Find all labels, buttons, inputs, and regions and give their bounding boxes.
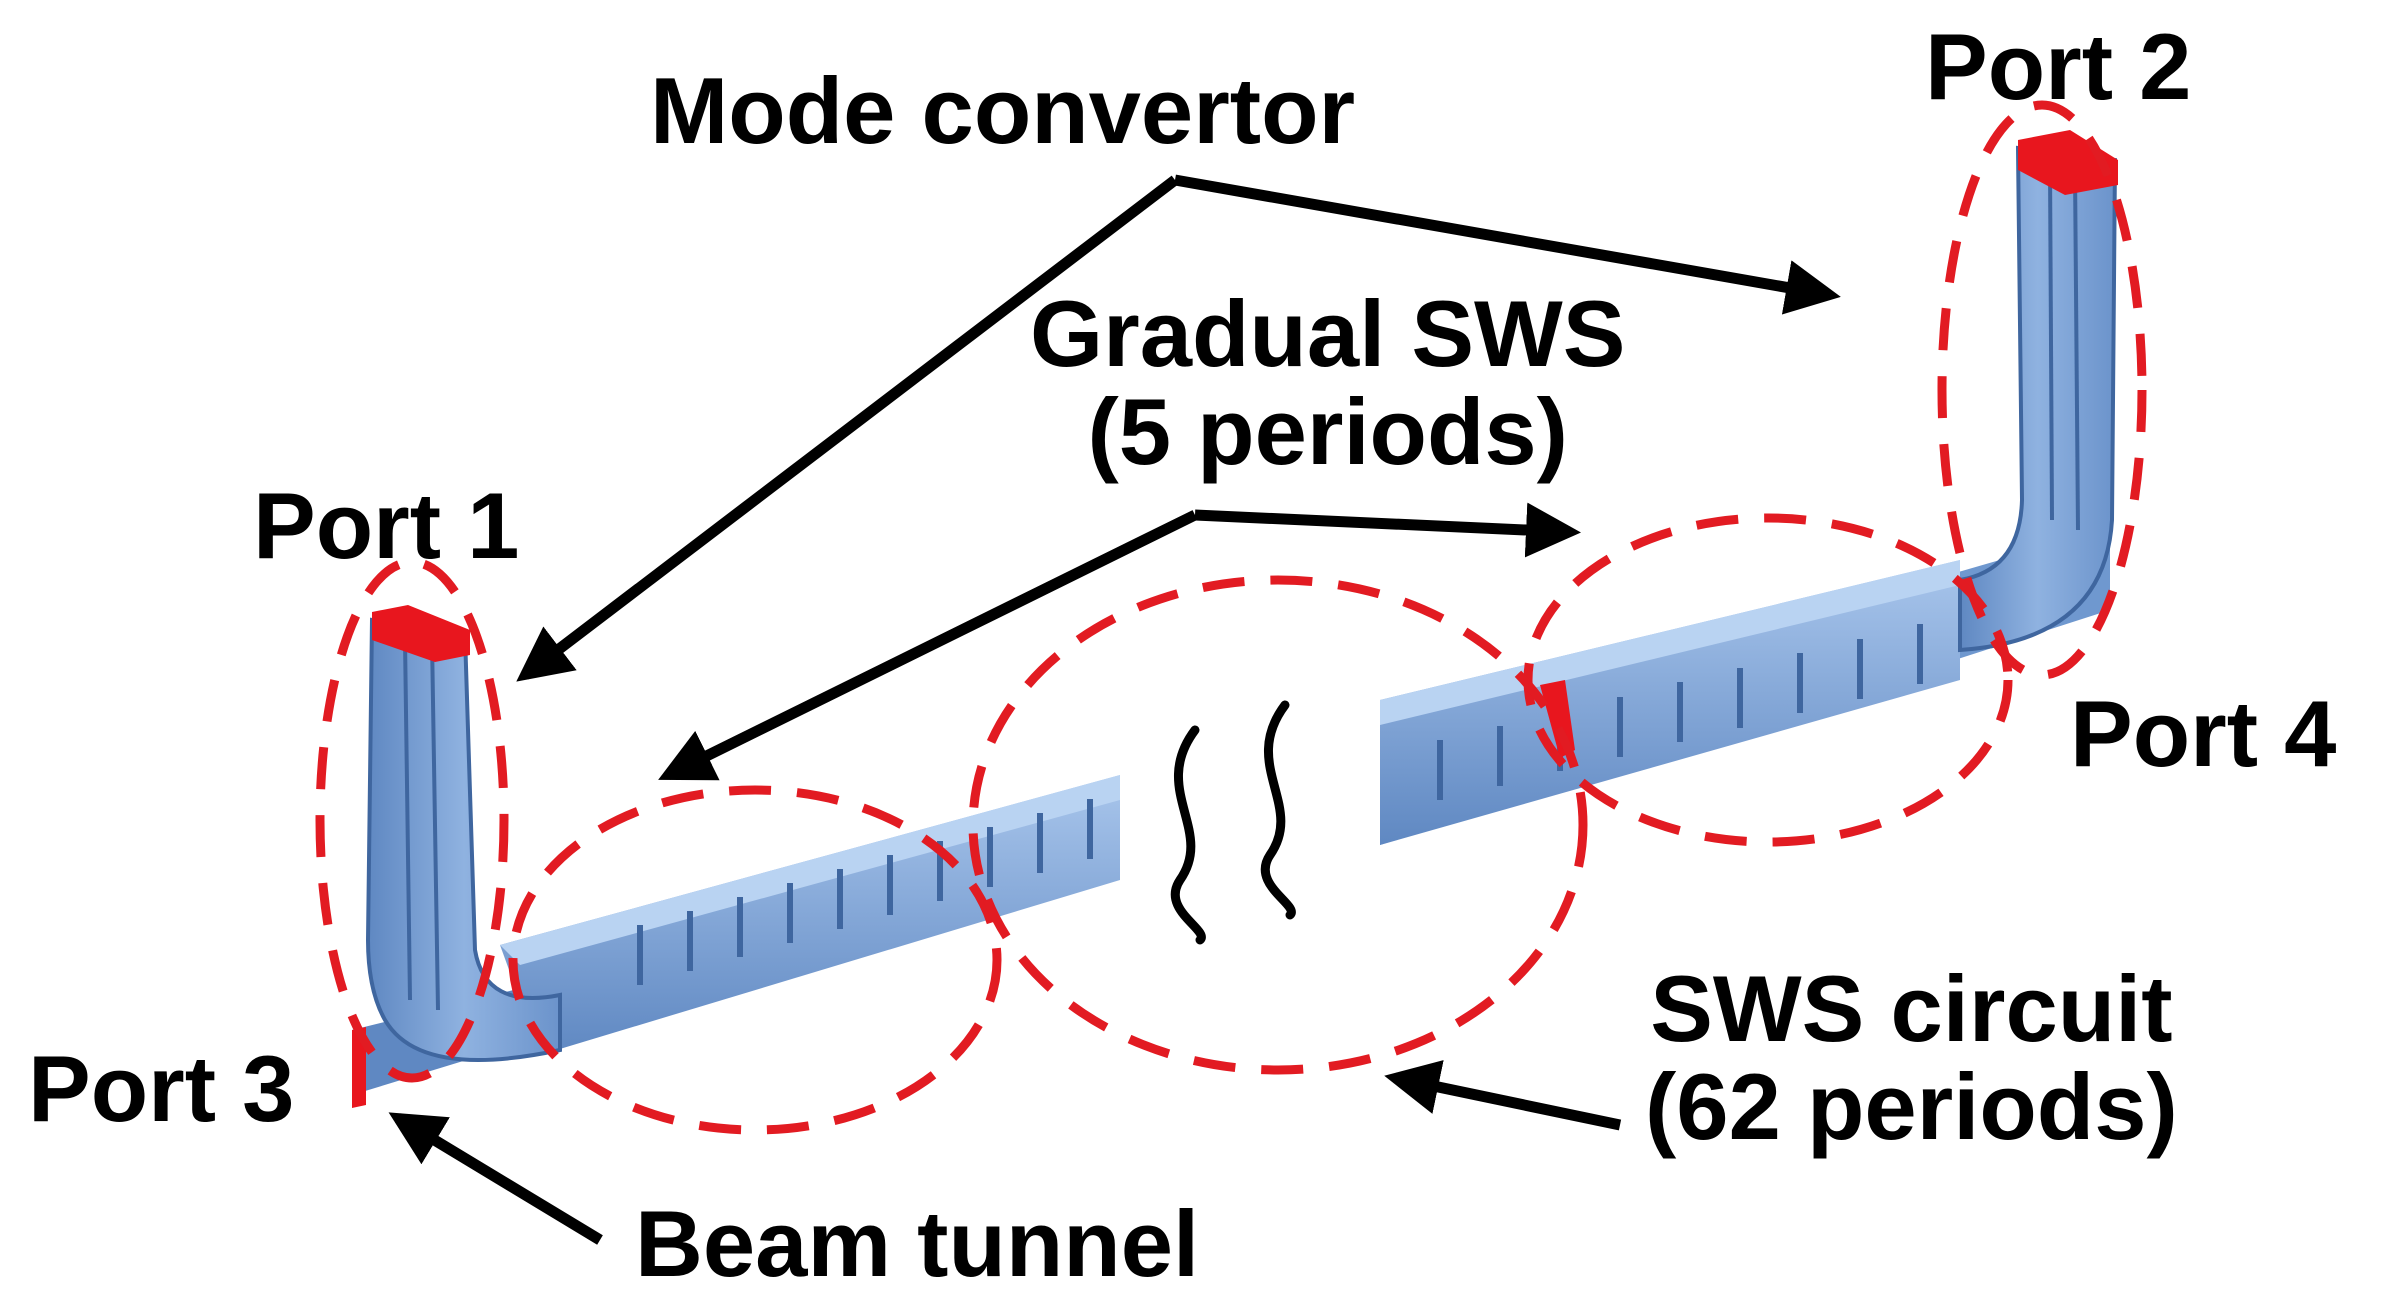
right-sws-slots	[1437, 624, 1923, 800]
gradual-sws-label: Gradual SWS (5 periods)	[1030, 285, 1625, 481]
right-sws-circuit-body	[1380, 560, 1960, 845]
break-symbol	[1170, 700, 1296, 945]
mode-convertor-label: Mode convertor	[650, 58, 1356, 163]
port-1-face	[372, 605, 470, 662]
gradual-sws-arrow-left	[658, 510, 1198, 781]
sws-circuit-label: SWS circuit (62 periods)	[1645, 960, 2178, 1156]
annotation-arrows	[388, 174, 1841, 1245]
port-1-waveguide-bend	[365, 617, 562, 1062]
port-2-convertor-ellipse	[1937, 100, 2147, 680]
left-sws-slots	[637, 799, 1093, 985]
port-3-label: Port 3	[28, 1036, 295, 1141]
gradual-sws-label-line1: Gradual SWS	[1030, 281, 1626, 386]
highlight-ellipses	[315, 100, 2147, 1135]
port-1-convertor-ellipse	[315, 557, 509, 1083]
mode-convertor-arrow-right	[1174, 174, 1841, 315]
sws-circuit-arrow	[1384, 1060, 1622, 1131]
mode-convertor-arrow-left	[516, 175, 1179, 682]
left-gradual-sws-ellipse	[508, 785, 1002, 1135]
port-2-waveguide-bend	[1958, 145, 2118, 653]
port-3-face	[352, 1027, 366, 1108]
sws-circuit-ellipse	[968, 575, 1588, 1075]
beam-tunnel-label: Beam tunnel	[635, 1191, 1200, 1296]
beam-tunnel-arrow	[388, 1112, 603, 1245]
gradual-sws-label-line2: (5 periods)	[1087, 378, 1568, 484]
port-2-label: Port 2	[1925, 14, 2192, 119]
port-4-label: Port 4	[2070, 681, 2337, 786]
left-structure-segment	[352, 605, 1120, 1108]
port-1-label: Port 1	[253, 473, 520, 578]
gradual-sws-arrow-right	[1194, 502, 1581, 558]
left-sws-circuit-body	[500, 775, 1120, 1055]
left-sws-circuit-top	[500, 775, 1120, 965]
sws-circuit-label-line2: (62 periods)	[1645, 1053, 2178, 1159]
sws-circuit-label-line1: SWS circuit	[1650, 956, 2173, 1061]
